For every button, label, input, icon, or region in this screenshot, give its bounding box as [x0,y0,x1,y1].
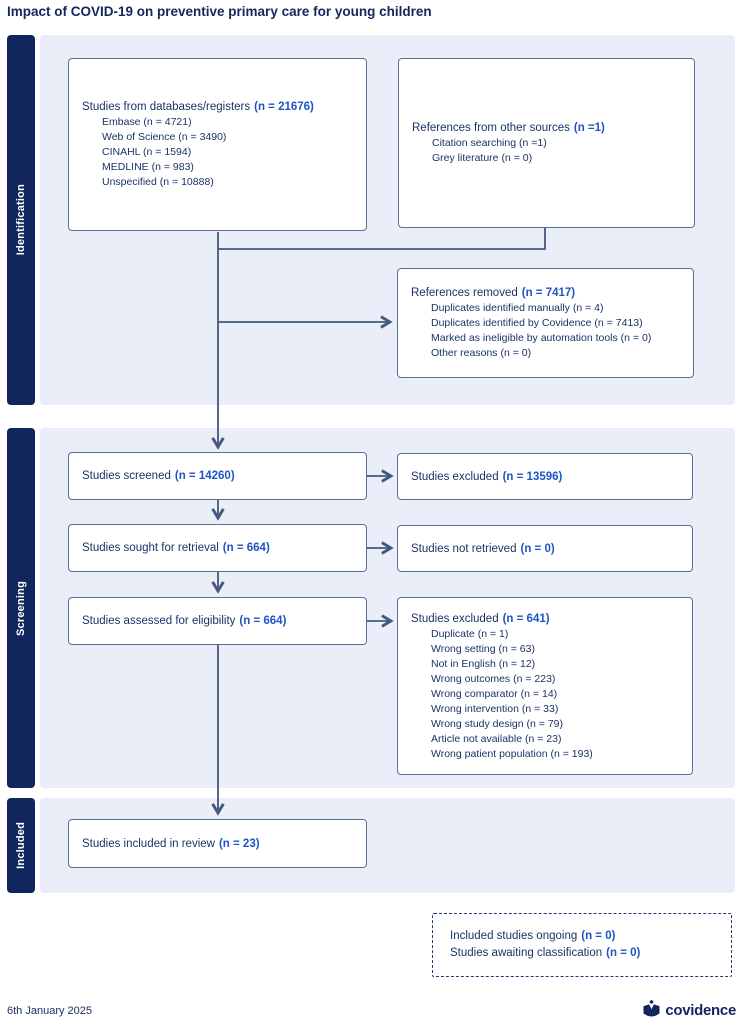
box-count: (n = 7417) [521,287,576,299]
box-item: Not in English (n = 12) [431,657,536,670]
box-heading: Studies assessed for eligibility(n = 664… [82,613,360,629]
box-item: Wrong setting (n = 63) [431,642,535,655]
box-label: Studies not retrieved [411,542,517,555]
box-heading: Studies sought for retrieval(n = 664) [82,540,360,556]
box-label: Studies assessed for eligibility [82,615,236,627]
box-label: Studies sought for retrieval [82,542,219,554]
box-item: Wrong study design (n = 79) [431,717,564,730]
box-count: (n = 664) [239,615,287,627]
box-item: Grey literature (n = 0) [432,152,533,164]
box-item: Duplicates identified manually (n = 4) [431,302,604,314]
awaiting-line: Studies awaiting classification(n = 0) [450,945,731,962]
box-heading: References from other sources(n =1) [412,120,688,136]
box-item: Marked as ineligible by automation tools… [431,332,652,344]
identification-section-label: Identification [7,35,35,405]
line-label: Studies awaiting classification [450,947,603,959]
box-item: Wrong comparator (n = 14) [431,687,558,700]
box-studies-excluded-screening: Studies excluded(n = 13596) [397,453,693,500]
box-heading: Studies included in review(n = 23) [82,836,360,852]
box-label: Studies excluded [411,470,499,483]
covidence-logo-icon [642,1000,661,1020]
box-item: MEDLINE (n = 983) [102,161,194,173]
box-studies-sought: Studies sought for retrieval(n = 664) [68,524,367,572]
box-item: Unspecified (n = 10888) [102,176,214,188]
box-count: (n = 14260) [174,470,235,482]
box-label: References removed [411,287,518,299]
included-section-label: Included [7,798,35,893]
box-count: (n = 641) [502,612,550,625]
line-count: (n = 0) [581,930,616,942]
box-studies-included-review: Studies included in review(n = 23) [68,819,367,868]
box-item: Embase (n = 4721) [102,116,192,128]
box-references-removed: References removed(n = 7417) Duplicates … [397,268,694,378]
box-item: Wrong patient population (n = 193) [431,747,593,760]
page-title: Impact of COVID-19 on preventive primary… [7,4,432,19]
box-item: Article not available (n = 23) [431,732,562,745]
connector-merge-sources [218,228,546,250]
box-item: Citation searching (n =1) [432,137,547,149]
box-studies-not-retrieved: Studies not retrieved(n = 0) [397,525,693,572]
box-count: (n = 0) [520,542,555,555]
box-count: (n = 21676) [254,101,314,113]
box-count: (n = 13596) [502,470,563,483]
covidence-brand: covidence [642,1000,736,1020]
box-label: Studies screened [82,470,171,482]
box-heading: Studies from databases/registers(n = 216… [82,99,360,115]
box-item: Wrong intervention (n = 33) [431,702,559,715]
box-heading: Studies screened(n = 14260) [82,468,360,484]
box-heading: Studies excluded(n = 13596) [411,469,686,485]
box-heading: Studies not retrieved(n = 0) [411,541,686,557]
box-item: Duplicates identified by Covidence (n = … [431,317,643,329]
line-label: Included studies ongoing [450,930,578,942]
brand-name: covidence [665,1001,736,1019]
ongoing-line: Included studies ongoing(n = 0) [450,928,731,945]
box-item: Duplicate (n = 1) [431,627,509,640]
box-label: Studies included in review [82,837,215,850]
report-date: 6th January 2025 [7,1005,93,1017]
box-item: Wrong outcomes (n = 223) [431,672,556,685]
box-studies-assessed: Studies assessed for eligibility(n = 664… [68,597,367,645]
box-count: (n = 23) [218,837,260,850]
box-references-other-sources: References from other sources(n =1) Cita… [398,58,695,228]
box-studies-from-databases: Studies from databases/registers(n = 216… [68,58,367,231]
box-item: Web of Science (n = 3490) [102,131,227,143]
box-ongoing-awaiting: Included studies ongoing(n = 0) Studies … [432,913,732,977]
box-count: (n =1) [573,122,605,134]
box-heading: References removed(n = 7417) [411,285,687,301]
screening-section-label: Screening [7,428,35,788]
box-label: Studies from databases/registers [82,101,251,113]
box-heading: Studies excluded(n = 641) [411,611,686,627]
box-label: References from other sources [412,122,570,134]
line-count: (n = 0) [606,947,641,959]
box-studies-screened: Studies screened(n = 14260) [68,452,367,500]
box-item: CINAHL (n = 1594) [102,146,192,158]
box-label: Studies excluded [411,612,499,625]
box-studies-excluded-eligibility: Studies excluded(n = 641) Duplicate (n =… [397,597,693,775]
box-count: (n = 664) [222,542,270,554]
box-item: Other reasons (n = 0) [431,347,532,359]
